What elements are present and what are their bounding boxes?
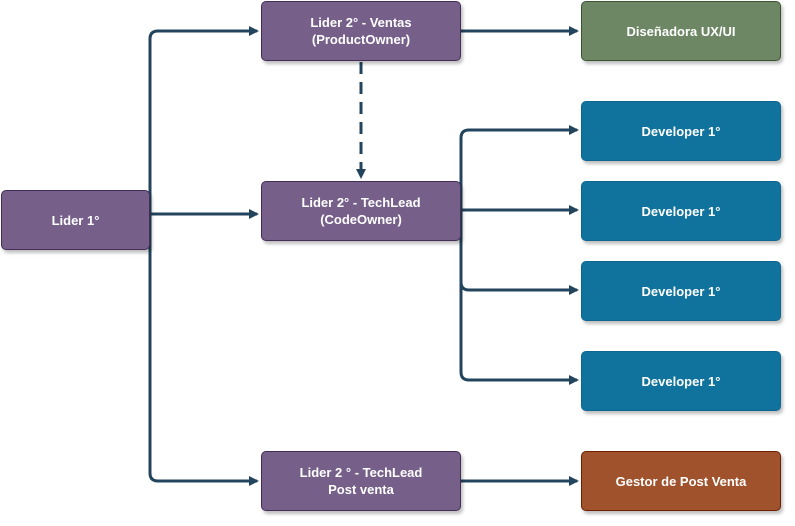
node-lider2-postventa-line2: Post venta	[328, 482, 394, 497]
node-developer-2-label: Developer 1°	[641, 203, 721, 219]
edge-lider1-postventa	[148, 220, 259, 486]
node-gestor-post-venta[interactable]: Gestor de Post Venta	[581, 451, 781, 511]
node-developer-3[interactable]: Developer 1°	[581, 261, 781, 321]
edge-techlead-dev1	[459, 125, 579, 210]
node-lider2-ventas-line1: Lider 2° - Ventas	[310, 15, 412, 30]
node-lider2-postventa-line1: Lider 2 ° - TechLead	[299, 465, 423, 480]
edge-lider1-ventas	[148, 26, 259, 220]
node-lider2-techlead[interactable]: Lider 2° - TechLead (CodeOwner)	[261, 181, 461, 241]
node-lider1-label: Lider 1°	[51, 212, 100, 228]
node-developer-2[interactable]: Developer 1°	[581, 181, 781, 241]
node-developer-1-label: Developer 1°	[641, 123, 721, 139]
node-gestor-post-venta-label: Gestor de Post Venta	[615, 473, 747, 489]
node-disenadora-label: Diseñadora UX/UI	[626, 23, 736, 39]
node-lider2-postventa[interactable]: Lider 2 ° - TechLead Post venta	[261, 451, 461, 511]
edge-techlead-dev3	[459, 210, 579, 295]
node-lider2-ventas-line2: (ProductOwner)	[311, 32, 411, 47]
edge-techlead-dev4	[459, 282, 579, 385]
node-developer-3-label: Developer 1°	[641, 283, 721, 299]
node-developer-4-label: Developer 1°	[641, 373, 721, 389]
node-disenadora[interactable]: Diseñadora UX/UI	[581, 1, 781, 61]
node-lider1[interactable]: Lider 1°	[1, 190, 150, 250]
node-lider2-techlead-line1: Lider 2° - TechLead	[301, 195, 421, 210]
node-lider2-techlead-line2: (CodeOwner)	[320, 212, 402, 227]
node-lider2-ventas[interactable]: Lider 2° - Ventas (ProductOwner)	[261, 1, 461, 61]
node-developer-1[interactable]: Developer 1°	[581, 101, 781, 161]
node-developer-4[interactable]: Developer 1°	[581, 351, 781, 411]
